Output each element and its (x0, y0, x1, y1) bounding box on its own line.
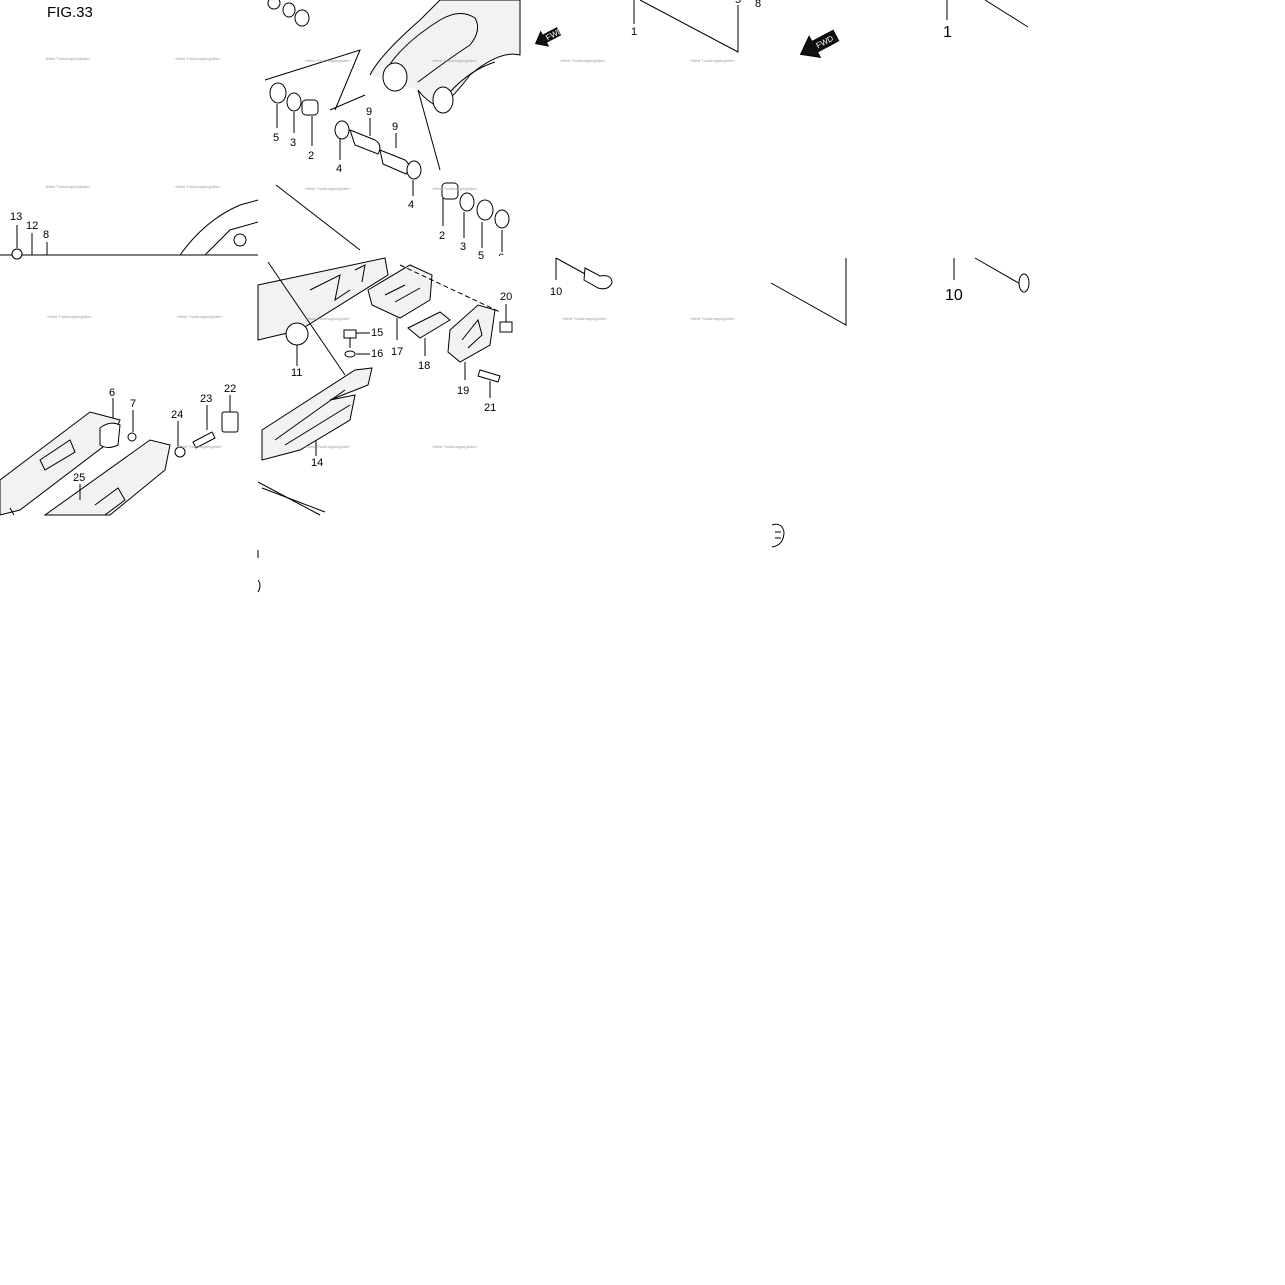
nut-13 (11, 248, 23, 260)
svg-text:FWD: FWD (544, 26, 565, 43)
callout-11: 11 (291, 367, 303, 379)
bolt-15 (343, 329, 357, 339)
callout-6-right: 6 (498, 252, 504, 256)
plate-19 (447, 304, 496, 363)
pivot-boss-right (432, 86, 454, 114)
svg-text:«Best Trudshoppingbike»: «Best Trudshoppingbike» (177, 444, 223, 449)
swing-arm-left-b (43, 439, 171, 516)
bracket-hole (233, 233, 247, 247)
callout-8-top: 8 (755, 0, 762, 10)
svg-text:«Best Trudshoppingbike»: «Best Trudshoppingbike» (45, 56, 91, 61)
chain-guide-17 (367, 264, 433, 319)
tile-middle-center (257, 257, 513, 461)
svg-text:«Best Trudshoppingbike»: «Best Trudshoppingbike» (432, 58, 478, 63)
callout-13: 13 (10, 211, 23, 223)
callout-23: 23 (200, 393, 213, 405)
fwd-arrow-small: FWD (534, 26, 565, 47)
callout-24: 24 (171, 409, 184, 421)
callout-19: 19 (457, 385, 470, 397)
callout-21: 21 (484, 402, 497, 414)
callout-22: 22 (224, 383, 237, 395)
svg-text:«Best Trudshoppingbike»: «Best Trudshoppingbike» (45, 184, 91, 189)
callout-3-right: 3 (460, 241, 467, 253)
chain-block-22 (221, 411, 239, 433)
svg-text:«Best Trudshoppingbike»: «Best Trudshoppingbike» (432, 444, 478, 449)
callout-5-right: 5 (478, 250, 485, 262)
bearing-2-left (301, 99, 319, 116)
callout-17: 17 (391, 346, 404, 358)
svg-text:«Best Trudshoppingbike»: «Best Trudshoppingbike» (690, 316, 736, 321)
callout-14: 14 (311, 457, 324, 469)
callout-12: 12 (26, 220, 39, 232)
nut-24 (174, 446, 186, 458)
callout-6: 6 (109, 387, 116, 399)
washer-6-right (494, 209, 510, 229)
callout-10-small: 10 (550, 286, 563, 298)
adjuster-plate-6 (99, 422, 121, 448)
washer-16 (344, 350, 356, 358)
chain-slider-14 (261, 367, 373, 461)
fwd-arrow-large: FWD (799, 29, 840, 59)
callout-10-large: 10 (945, 287, 963, 304)
tile-middle-left (0, 395, 239, 516)
callout-8: 8 (43, 229, 50, 241)
pivot-boss-left (382, 62, 408, 92)
svg-text:«Best Trudshoppingbike»: «Best Trudshoppingbike» (47, 314, 93, 319)
callout-3-left: 3 (290, 137, 297, 149)
svg-text:«Best Trudshoppingbike»: «Best Trudshoppingbike» (560, 58, 606, 63)
spacer-9-b (379, 149, 410, 175)
callout-2-left: 2 (308, 150, 315, 162)
callout-1-large: 1 (943, 24, 952, 41)
collar-4-right (406, 160, 422, 180)
callout-1-small: 1 (631, 26, 638, 38)
svg-text:«Best Trudshoppingbike»: «Best Trudshoppingbike» (177, 314, 223, 319)
callout-5-top: 5 (735, 0, 742, 6)
callout-4-left: 4 (336, 163, 343, 175)
callout-20: 20 (500, 291, 513, 303)
svg-text:«Best Trudshoppingbike»: «Best Trudshoppingbike» (432, 186, 478, 191)
svg-text:«Best Trudshoppingbike»: «Best Trudshoppingbike» (305, 58, 351, 63)
svg-text:«Best Trudshoppingbike»: «Best Trudshoppingbike» (562, 316, 608, 321)
callout-2-right: 2 (439, 230, 446, 242)
tile-top-right: FWD (555, 0, 1030, 326)
svg-text:«Best Trudshoppingbike»: «Best Trudshoppingbike» (305, 316, 351, 321)
guard-18 (407, 311, 451, 339)
callout-16: 16 (371, 348, 384, 360)
svg-text:«Best Trudshoppingbike»: «Best Trudshoppingbike» (175, 184, 221, 189)
tile-top-center: FWD (264, 0, 565, 252)
svg-text:«Best Trudshoppingbike»: «Best Trudshoppingbike» (690, 58, 736, 63)
callout-9-b: 9 (392, 121, 399, 133)
seal-3-left (286, 92, 302, 112)
callout-4-right: 4 (408, 199, 415, 211)
callout-25: 25 (73, 472, 86, 484)
pivot-shaft-small (583, 267, 613, 290)
callout-7: 7 (130, 398, 137, 410)
spacer-9-a (349, 129, 381, 155)
swing-arm-body (257, 257, 389, 341)
tile-top-left (0, 199, 259, 260)
callout-15: 15 (371, 327, 384, 339)
svg-text:«Best Trudshoppingbike»: «Best Trudshoppingbike» (175, 56, 221, 61)
bolt-7 (127, 432, 137, 442)
cap-11 (285, 322, 309, 346)
bolt-23 (192, 431, 216, 449)
svg-text:«Best Trudshoppingbike»: «Best Trudshoppingbike» (305, 186, 351, 191)
callout-9-a: 9 (366, 106, 373, 118)
collar-4-left (334, 120, 350, 140)
seal-3-right (459, 192, 475, 212)
tile-lower (257, 481, 785, 593)
bearing-2-right (441, 182, 459, 200)
watermark-layer: «Best Trudshoppingbike» «Best Trudshoppi… (45, 56, 736, 449)
callout-5-left: 5 (273, 132, 280, 144)
bolt-21 (477, 369, 501, 383)
svg-text:«Best Trudshoppingbike»: «Best Trudshoppingbike» (305, 444, 351, 449)
callout-18: 18 (418, 360, 431, 372)
washer-5-right (476, 199, 494, 221)
pivot-shaft-large-end (1018, 273, 1030, 293)
figure-title: FIG.33 (47, 4, 93, 21)
washer-5-left (269, 82, 287, 104)
bolt-20 (499, 321, 513, 333)
